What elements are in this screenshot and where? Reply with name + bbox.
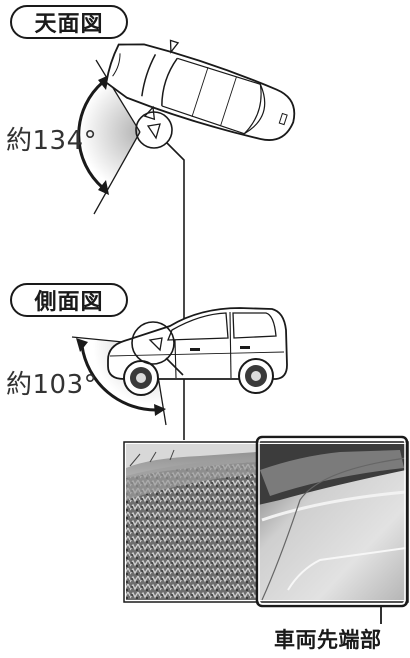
car-side-view-icon	[107, 307, 288, 396]
side-view-angle-label: 約103°	[6, 370, 98, 400]
top-view-boundary-line	[93, 131, 141, 215]
side-view-leader-line	[165, 357, 184, 376]
top-view-group	[47, 39, 296, 440]
top-view-leader-line	[166, 142, 185, 440]
mirror-camera-icon	[148, 337, 163, 352]
top-view-angle-label: 約134°	[6, 126, 98, 156]
car-top-view-icon	[105, 39, 296, 141]
top-view-title: 天面図	[10, 5, 128, 39]
camera-photo	[123, 435, 409, 624]
arrow-head-icon	[76, 338, 88, 352]
top-view-coverage-wedge	[47, 62, 141, 212]
side-view-group	[71, 307, 288, 426]
top-view-angle-arc	[77, 80, 104, 190]
mirror-camera-icon	[146, 123, 161, 140]
top-view-boundary-line	[95, 59, 141, 133]
arrow-head-icon	[154, 404, 166, 416]
side-view-title: 側面図	[10, 283, 128, 317]
top-view-magnifier-circle	[135, 111, 173, 149]
side-view-angle-arc	[80, 345, 159, 412]
front-end-caption: 車両先端部	[274, 628, 382, 652]
arrow-head-icon	[98, 180, 109, 195]
front-end-highlight-box	[255, 435, 409, 608]
side-view-magnifier-circle	[131, 321, 175, 365]
